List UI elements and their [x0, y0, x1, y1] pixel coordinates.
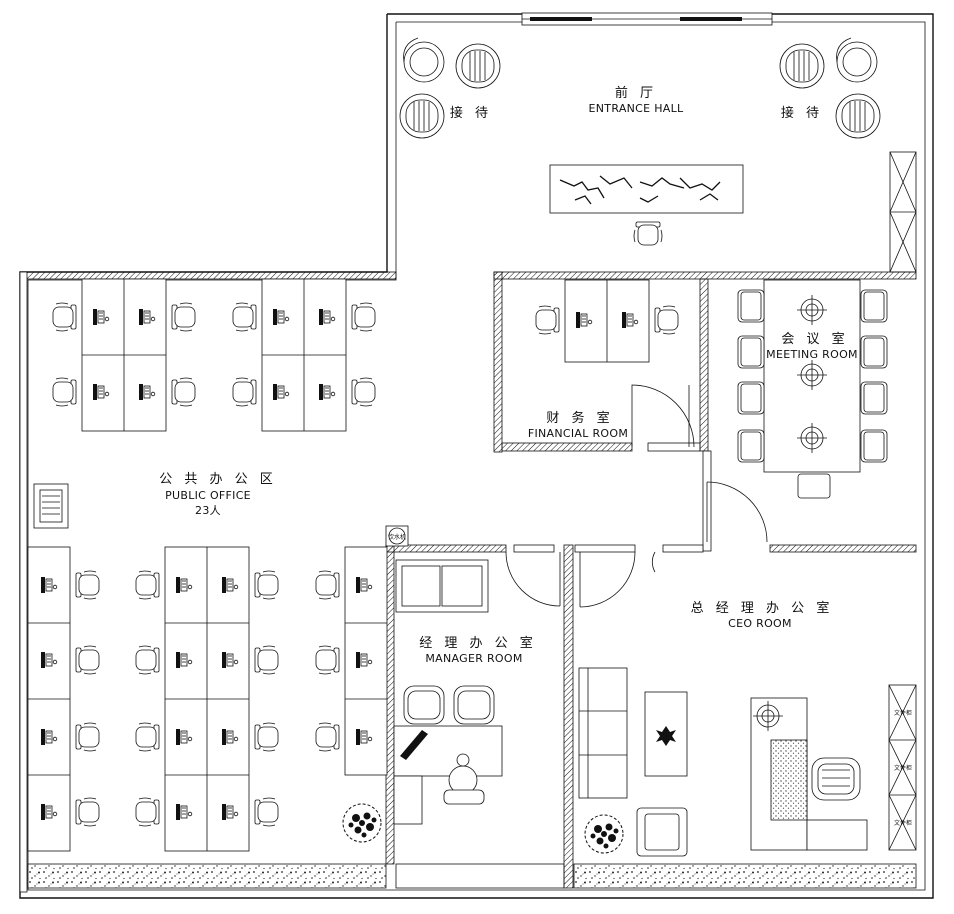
water-dispenser-label: 饮水机 [388, 533, 406, 541]
public-office-label-zh: 公 共 办 公 区 [159, 472, 277, 487]
entrance-hall-label-zh: 前 厅 [615, 85, 657, 101]
file-cabinet-label-1: 文件柜 [894, 709, 912, 717]
doors [505, 384, 768, 608]
financial-room-label-en: FINANCIAL ROOM [528, 427, 628, 440]
outer-walls [19, 13, 934, 899]
public-office-headcount: 23人 [195, 504, 221, 517]
glass-partition [889, 151, 917, 273]
meeting-furniture [737, 279, 888, 499]
planter-strip-right [573, 863, 917, 889]
manager-room-label-zh: 经 理 办 公 室 [419, 635, 537, 651]
file-cabinet-label-2: 文件柜 [894, 764, 912, 772]
financial-furniture [535, 279, 679, 363]
ceo-furniture [578, 667, 917, 857]
manager-furniture [393, 559, 503, 825]
ceo-room-label-zh: 总 经 理 办 公 室 [691, 600, 834, 616]
entrance-hall-label-en: ENTRANCE HALL [589, 102, 685, 115]
public-office-label-en: PUBLIC OFFICE [165, 489, 251, 502]
reception-desk [549, 164, 744, 214]
entrance-furniture [399, 37, 881, 246]
public-office-upper-desks [52, 278, 376, 432]
reception-left-label: 接 待 [450, 105, 492, 121]
file-cabinet-label-3: 文件柜 [894, 819, 912, 827]
manager-floor-strip [395, 863, 565, 889]
entrance-window [521, 12, 773, 26]
water-dispenser [385, 525, 409, 547]
ceo-room-label-en: CEO ROOM [728, 617, 792, 630]
meeting-room-label-zh: 会 议 室 [781, 331, 848, 347]
financial-room-label-zh: 财 务 室 [546, 410, 613, 426]
meeting-room-label-en: MEETING ROOM [766, 348, 858, 361]
reception-right-label: 接 待 [781, 105, 823, 121]
public-office-lower-desks [27, 546, 388, 852]
planter-strip-left [27, 863, 387, 889]
printer [33, 483, 69, 529]
manager-room-label-en: MANAGER ROOM [425, 652, 522, 665]
